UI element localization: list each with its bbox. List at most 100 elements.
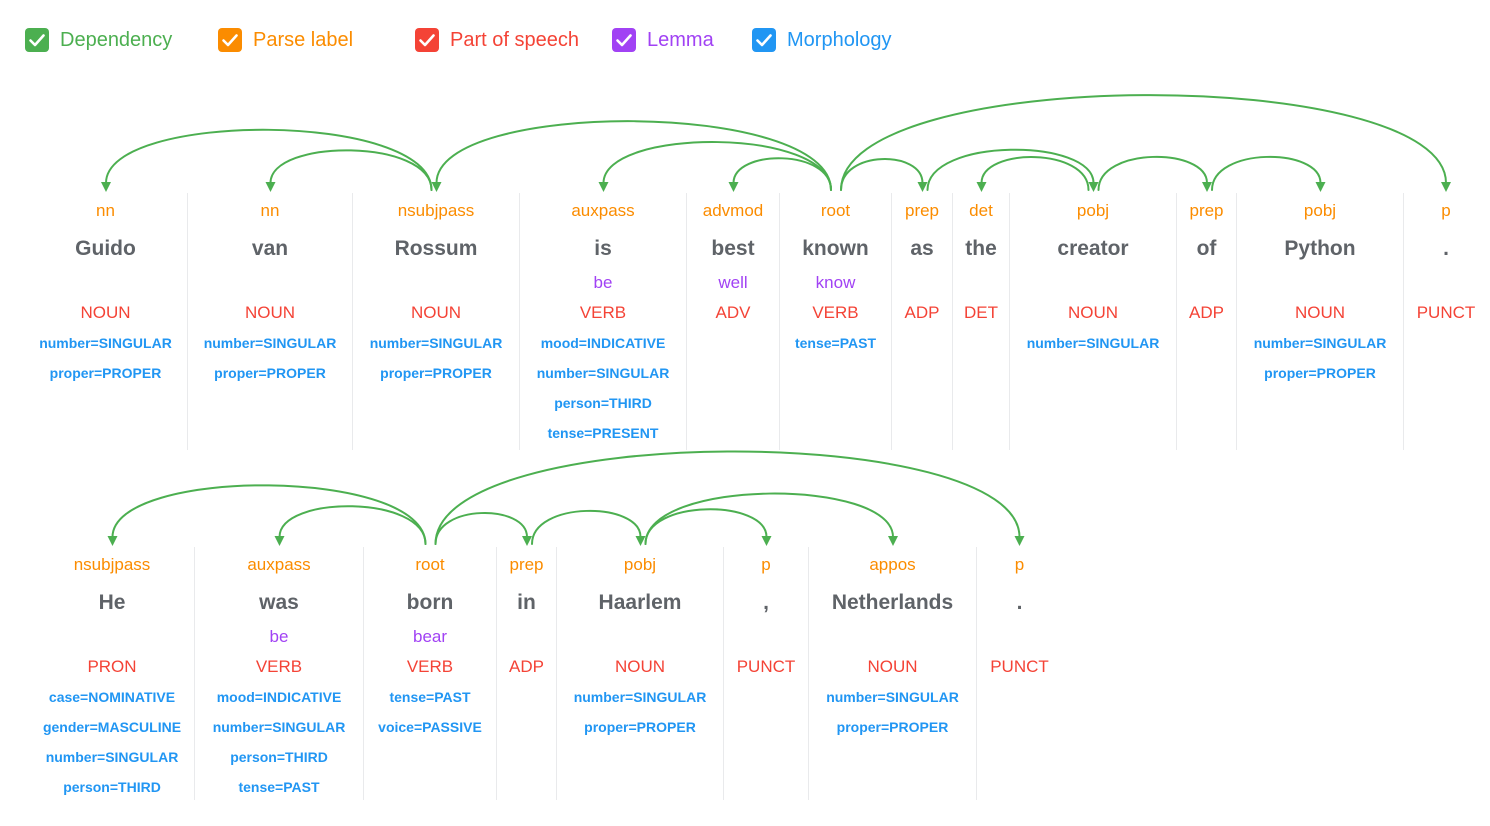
dependency-arc [269,149,433,191]
dependency-arcs [101,94,1451,192]
token-parse-label: p [1441,201,1451,220]
token-morphology-line: number=SINGULAR [39,335,172,351]
token-parse-label: pobj [1303,201,1337,220]
token-morphology-line: person=THIRD [554,395,652,411]
part-of-speech-label[interactable]: Part of speech [450,29,579,51]
parse-label-label[interactable]: Parse label [253,29,354,51]
token-morphology-line: tense=PAST [794,335,877,351]
token-morphology-line: number=SINGULAR [1253,335,1387,351]
token-pos: PUNCT [736,657,796,676]
token-parse-label: pobj [623,555,657,574]
token-morphology-line: gender=MASCULINE [42,719,182,735]
toggle-part-of-speech[interactable]: Part of speech [415,26,579,54]
token-morphology-line: case=NOMINATIVE [48,689,176,705]
checkmark-icon [222,34,238,47]
arrowhead-icon [101,182,111,192]
token-morphology-line: number=SINGULAR [826,689,959,705]
token-pos: ADP [1189,303,1224,322]
dependency-arc [926,148,1095,191]
token-word: Haarlem [598,591,682,614]
token-word: is [594,237,612,260]
checkmark-icon [419,34,435,47]
token-word: van [251,237,289,260]
token-pos: NOUN [867,657,918,676]
token-pos: NOUN [1067,303,1119,322]
token-morphology-line: tense=PAST [389,689,471,705]
token-parse-label: prep [904,201,940,220]
token-morphology-line: person=THIRD [63,779,161,795]
token-parse-label: root [820,201,851,220]
lemma-checkbox[interactable] [612,28,636,52]
token-morphology-line: mood=INDICATIVE [216,689,342,705]
token-morphology-line: proper=PROPER [380,365,492,381]
token-morphology-line: proper=PROPER [1264,365,1376,381]
part-of-speech-checkbox[interactable] [415,28,439,52]
token-morphology-line: tense=PRESENT [547,425,659,441]
token-morphology-line: proper=PROPER [49,365,162,381]
token-parse-label: root [415,555,445,574]
token-parse-label: prep [1189,201,1224,220]
token-pos: NOUN [614,657,666,676]
token-morphology-line: proper=PROPER [214,365,326,381]
token-parse-label: nsubjpass [73,555,151,574]
parse-label-checkbox[interactable] [218,28,242,52]
token-morphology-line: voice=PASSIVE [378,719,482,735]
arrowhead-icon [274,536,285,546]
checkmark-icon [616,34,632,47]
token-word: known [802,237,869,260]
morphology-checkbox[interactable] [752,28,776,52]
dependency-label[interactable]: Dependency [60,29,173,51]
token-lemma: be [593,273,613,292]
token[interactable]: p.PUNCT [1404,193,1488,450]
token-pos: ADP [904,303,940,322]
token-word: He [98,591,126,614]
token-word: Netherlands [831,591,954,614]
morphology-label[interactable]: Morphology [787,29,892,51]
toggle-morphology[interactable]: Morphology [752,26,892,54]
dependency-checkbox[interactable] [25,28,49,52]
toggle-parse-label[interactable]: Parse label [218,26,353,54]
token-morphology-line: number=SINGULAR [45,749,179,765]
arrowhead-icon [1014,536,1025,546]
arrowhead-icon [598,182,609,192]
token-pos: VERB [579,303,627,322]
token-parse-label: nn [96,201,115,220]
token-word: as [910,237,934,260]
token-word: the [965,237,997,260]
token[interactable]: p,PUNCT [724,547,809,800]
lemma-label[interactable]: Lemma [647,29,714,51]
token-parse-label: nn [260,201,280,220]
token-lemma: be [269,627,289,646]
token-pos: PRON [87,657,137,676]
dependency-arc [1211,155,1322,191]
token-pos: ADV [715,303,751,322]
arrowhead-icon [1202,182,1212,192]
token-morphology-line: proper=PROPER [836,719,949,735]
token-pos: VERB [406,657,454,676]
token-word: . [1443,237,1449,260]
arrowhead-icon [917,182,928,192]
toggle-dependency[interactable]: Dependency [25,26,172,54]
dependency-arc [840,94,1447,191]
toggle-lemma[interactable]: Lemma [612,26,714,54]
token-word: creator [1057,237,1129,260]
token[interactable]: p.PUNCT [977,547,1062,800]
